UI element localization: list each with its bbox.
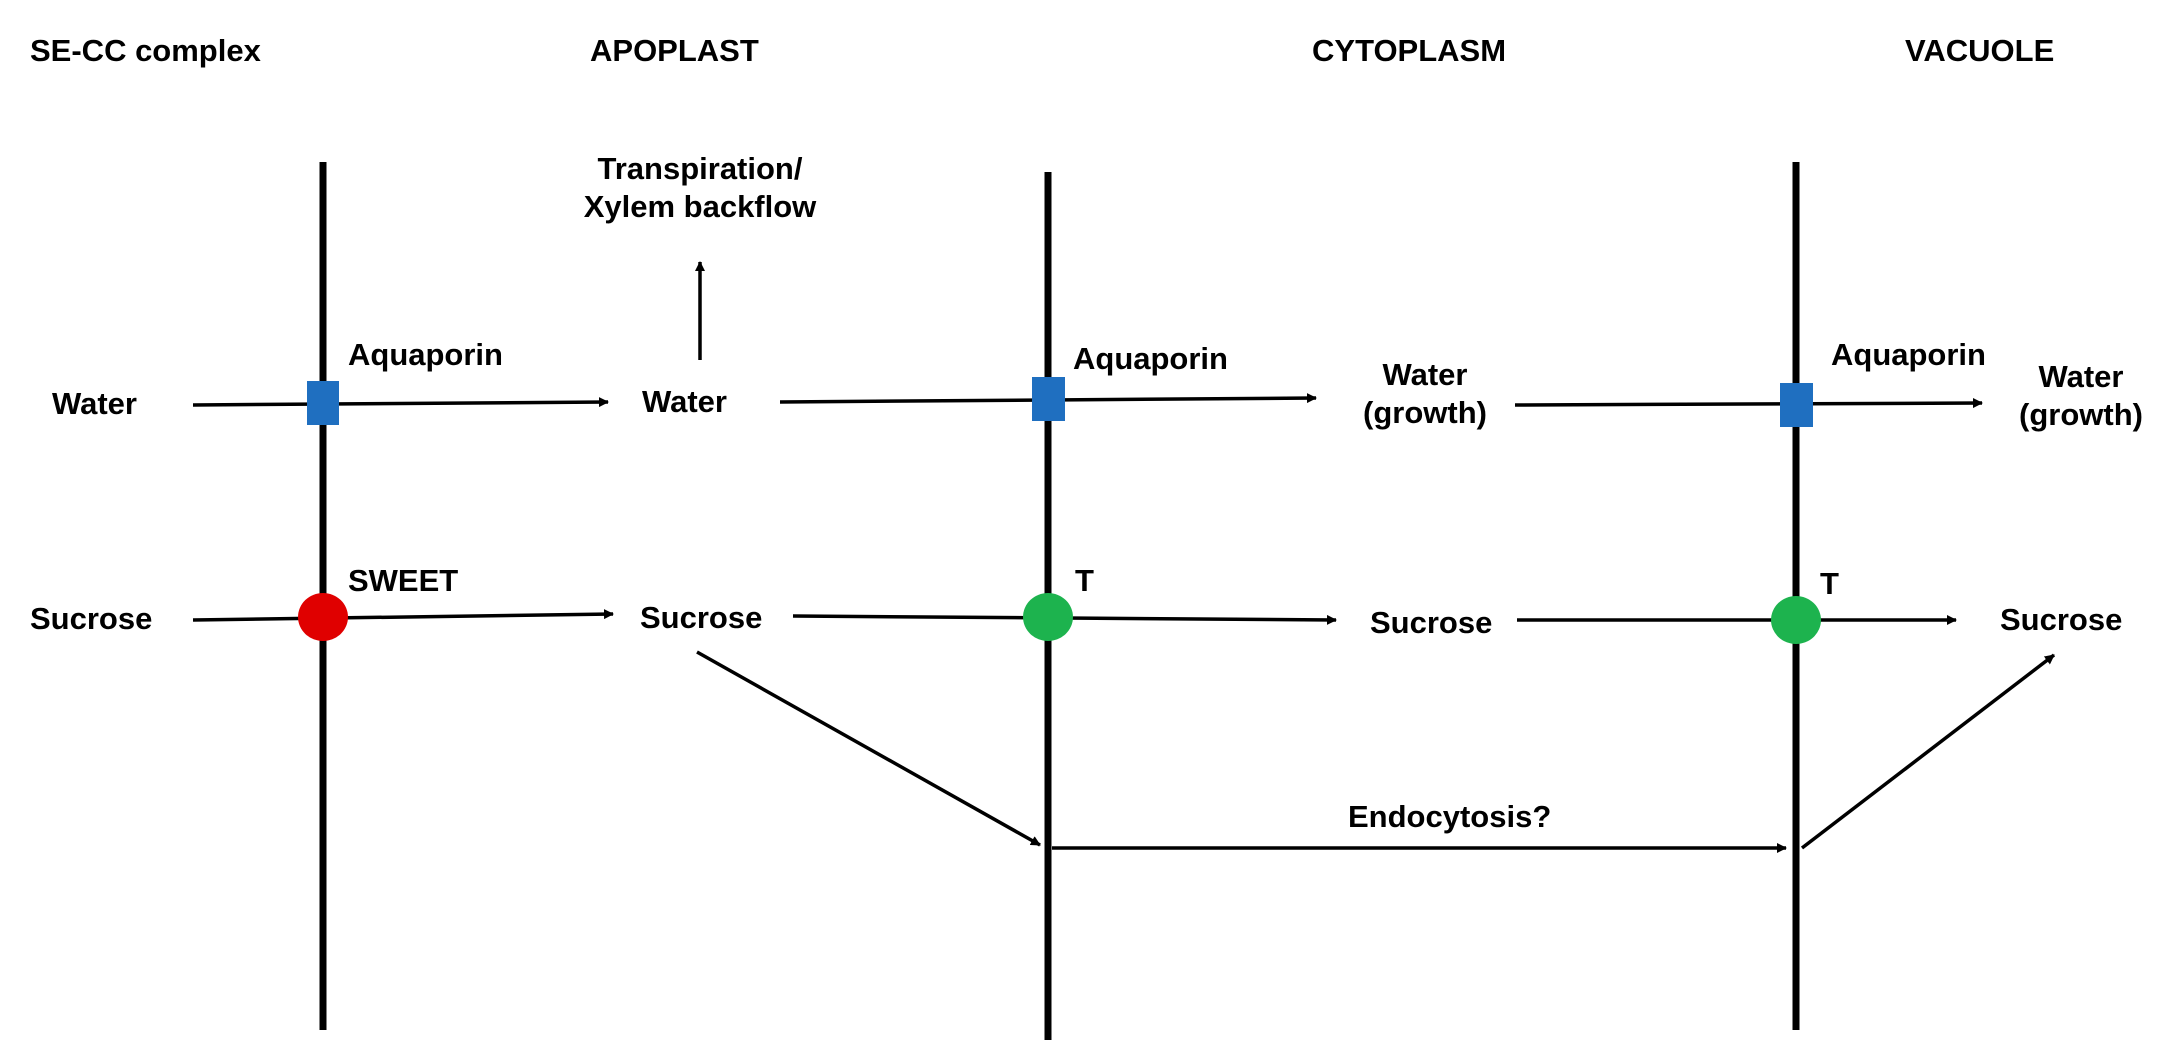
- water-cytoplasm-line1: Water: [1382, 357, 1468, 392]
- aquaporin-label-1: Aquaporin: [348, 337, 503, 372]
- arrow-sucrose-to-apoplast: [192, 609, 614, 622]
- arrow-water-to-apoplast: [192, 397, 609, 408]
- compartment-cytoplasm: CYTOPLASM: [1312, 33, 1507, 68]
- sweet-transporter-icon: [298, 593, 348, 641]
- water-cytoplasm-label: Water (growth): [1340, 356, 1510, 432]
- water-vacuole-line2: (growth): [2019, 396, 2143, 432]
- compartment-vacuole: VACUOLE: [1905, 33, 2055, 68]
- arrow-water-to-vacuole: [1514, 398, 1983, 409]
- sucrose-cytoplasm-label: Sucrose: [1370, 605, 1493, 640]
- aquaporin-icon: [307, 381, 339, 425]
- aquaporin-label-3: Aquaporin: [1831, 337, 1986, 372]
- sucrose-label: Sucrose: [30, 601, 153, 636]
- aquaporin-icon: [1780, 383, 1813, 427]
- water-label: Water: [52, 386, 137, 421]
- transporter-icon: [1023, 593, 1073, 641]
- transporter-label-1: T: [1075, 563, 1094, 598]
- transpiration-label: Transpiration/ Xylem backflow: [530, 150, 870, 226]
- arrow-sucrose-to-endocytosis: [696, 650, 1041, 847]
- water-apoplast-label: Water: [642, 384, 727, 419]
- compartment-se-cc: SE-CC complex: [30, 33, 261, 68]
- compartment-apoplast: APOPLAST: [590, 33, 759, 68]
- transporter-icon: [1771, 596, 1821, 644]
- endocytosis-label: Endocytosis?: [1348, 799, 1552, 834]
- transpiration-line2: Xylem backflow: [583, 188, 817, 224]
- arrow-endocytosis-to-vacuole: [1800, 653, 2056, 850]
- water-vacuole-line1: Water: [2038, 359, 2124, 394]
- aquaporin-icon: [1032, 377, 1065, 421]
- water-vacuole-label: Water (growth): [1996, 358, 2166, 434]
- sweet-label: SWEET: [348, 563, 459, 598]
- transporter-label-2: T: [1820, 566, 1839, 601]
- sucrose-vacuole-label: Sucrose: [2000, 602, 2123, 637]
- aquaporin-label-2: Aquaporin: [1073, 341, 1228, 376]
- water-cytoplasm-line2: (growth): [1363, 394, 1487, 430]
- sucrose-apoplast-label: Sucrose: [640, 600, 763, 635]
- transpiration-line1: Transpiration/: [597, 151, 803, 186]
